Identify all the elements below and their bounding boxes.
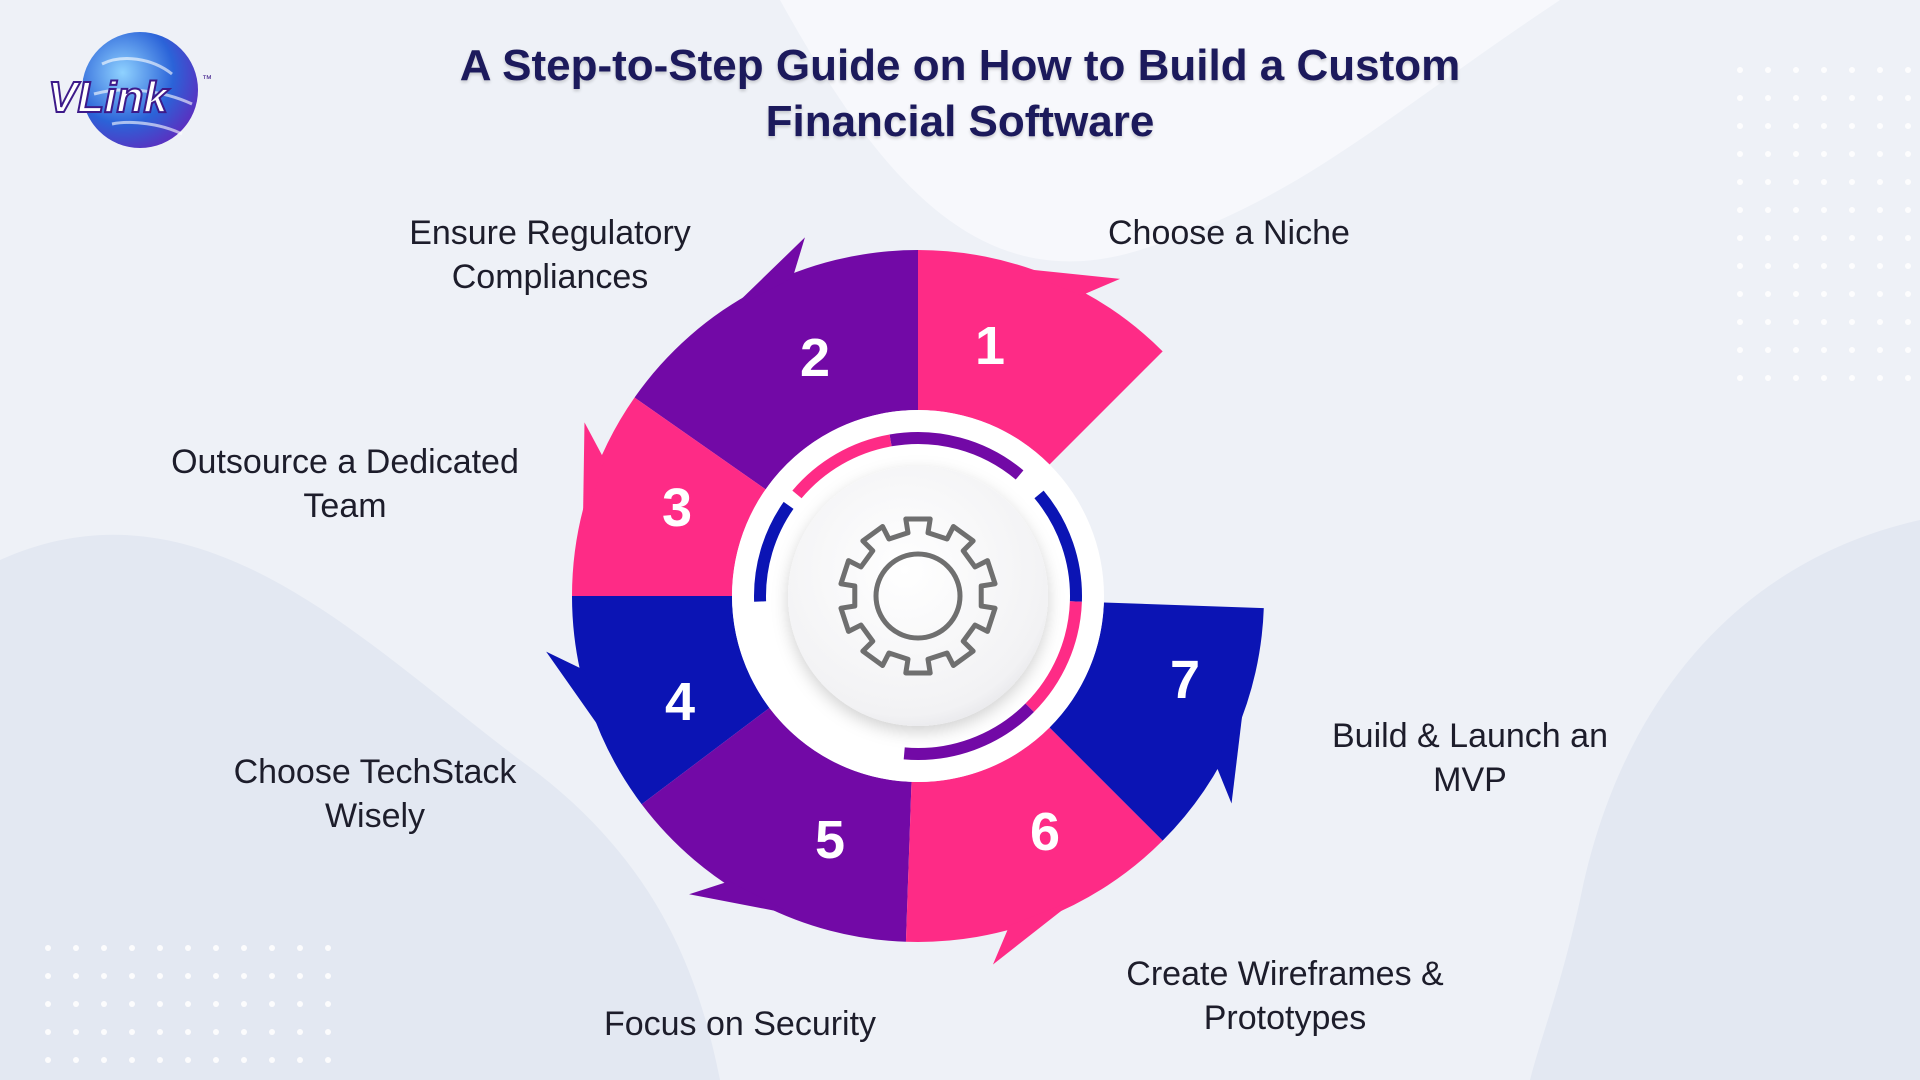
step-label-6: Create Wireframes & Prototypes xyxy=(1126,955,1444,1037)
step-number-3: 3 xyxy=(662,478,692,538)
step-segment-3 xyxy=(572,397,766,596)
step-label-1: Choose a Niche xyxy=(1108,214,1350,252)
inner-arc-6 xyxy=(903,703,1034,760)
step-number-1: 1 xyxy=(975,316,1005,376)
step-segment-6 xyxy=(905,727,1163,942)
inner-arc-2 xyxy=(792,434,892,499)
gear-icon xyxy=(838,516,998,676)
step-number-5: 5 xyxy=(815,810,845,870)
vlink-logo: VLink ™ xyxy=(47,32,212,148)
inner-arc-3 xyxy=(754,501,794,602)
step-segment-7 xyxy=(1049,602,1264,841)
step-label-7: Build & Launch an MVP xyxy=(1332,717,1608,799)
center-hub xyxy=(788,466,1048,726)
step-segment-tab-1 xyxy=(1015,268,1121,296)
step-label-3: Outsource a Dedicated Team xyxy=(171,443,519,525)
step-segment-tab-2 xyxy=(729,237,805,311)
page-title: A Step-to-Step Guide on How to Build a C… xyxy=(360,38,1560,150)
step-label-4: Choose TechStack Wisely xyxy=(233,753,517,835)
inner-arc-4 xyxy=(1034,490,1082,602)
step-segment-tab-3 xyxy=(582,422,605,528)
step-number-6: 6 xyxy=(1030,802,1060,862)
step-number-2: 2 xyxy=(800,328,830,388)
title-line-1: A Step-to-Step Guide on How to Build a C… xyxy=(459,41,1461,90)
step-segment-5 xyxy=(641,707,912,942)
step-segment-tab-5 xyxy=(689,881,793,915)
svg-text:VLink: VLink xyxy=(48,73,170,122)
step-segment-1 xyxy=(918,250,1163,465)
step-segment-tab-7 xyxy=(1215,698,1245,804)
step-segment-2 xyxy=(634,250,918,490)
title-line-2: Financial Software xyxy=(765,97,1155,146)
step-label-2: Ensure Regulatory Compliances xyxy=(409,214,691,296)
inner-arc-5 xyxy=(1025,601,1082,712)
step-segment-tab-4 xyxy=(546,651,607,738)
step-label-5: Focus on Security xyxy=(603,1005,877,1043)
step-segment-tab-6 xyxy=(992,899,1076,965)
step-number-7: 7 xyxy=(1170,650,1200,710)
step-segment-4 xyxy=(572,596,770,805)
step-number-4: 4 xyxy=(665,672,695,732)
inner-arc-1 xyxy=(889,432,1024,480)
svg-text:™: ™ xyxy=(202,74,212,85)
